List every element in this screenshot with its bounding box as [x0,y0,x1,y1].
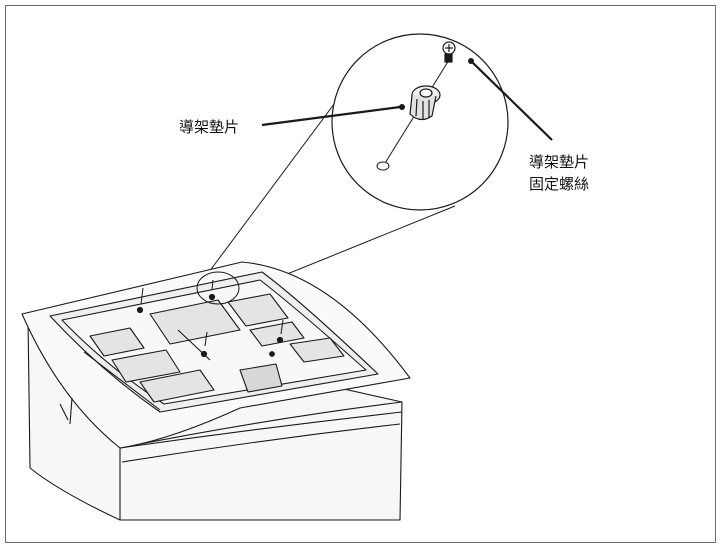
spacer-leader-line [261,105,401,127]
screw-icon [442,41,456,63]
spacer-icon [409,85,441,121]
tv-detail-area-circle [196,271,240,305]
tv-mount-screws [136,279,284,358]
spacer-screw-label-line2: 固定螺絲 [529,175,590,193]
washer-icon [376,161,390,171]
screw-leader-line [471,61,553,141]
spacer-screw-label-line1: 導架墊片 [529,153,590,171]
spacer-screw-label: 導架墊片 固定螺絲 [529,151,589,195]
magnified-detail-circle [331,33,509,211]
spacer-label: 導架墊片 [179,118,240,136]
